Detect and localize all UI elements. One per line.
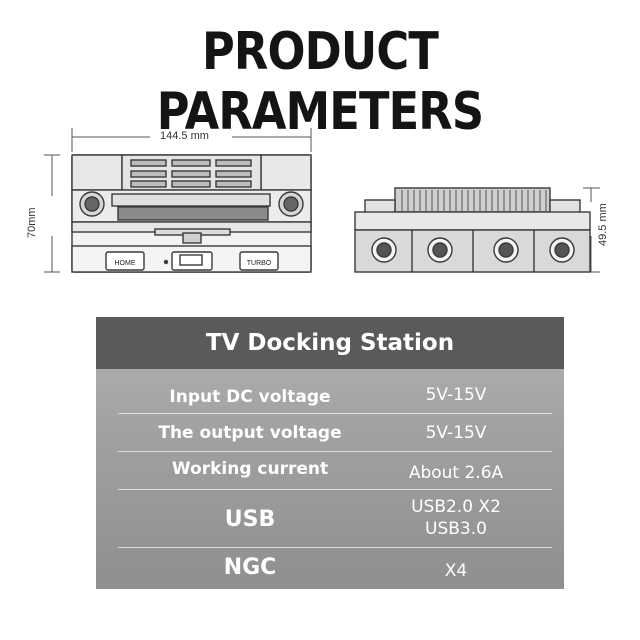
side-view — [354, 187, 591, 273]
row-value: 5V-15V — [425, 423, 487, 443]
table-row: USB USB2.0 X2 USB3.0 — [96, 495, 564, 543]
table-row: Working current About 2.6A — [96, 457, 564, 487]
turbo-button-drawing — [239, 251, 279, 271]
row-label: The output voltage — [158, 423, 342, 443]
table-row: The output voltage 5V-15V — [96, 421, 564, 451]
home-button-drawing — [105, 251, 145, 271]
page-title: PRODUCT PARAMETERS — [156, 22, 484, 142]
row-value: X4 — [444, 561, 468, 581]
parameters-table: TV Docking Station Input DC voltage 5V-1… — [96, 317, 564, 589]
table-row: Input DC voltage 5V-15V — [96, 383, 564, 413]
row-divider — [118, 547, 552, 548]
height-dimension: 70mm — [26, 207, 38, 238]
row-divider — [118, 489, 552, 490]
home-label: HOME — [115, 260, 136, 267]
row-value: About 2.6A — [408, 463, 504, 483]
front-view — [71, 154, 312, 273]
turbo-label: TURBO — [247, 260, 272, 267]
table-header: TV Docking Station — [96, 317, 564, 369]
row-label: Input DC voltage — [169, 387, 331, 407]
row-value-line2: USB3.0 — [425, 519, 487, 539]
row-value-line1: USB2.0 X2 — [411, 497, 501, 517]
row-divider — [118, 451, 552, 452]
row-divider — [118, 413, 552, 414]
row-label: Working current — [171, 459, 329, 479]
row-value: 5V-15V — [425, 385, 487, 405]
depth-dimension: 49.5 mm — [597, 203, 609, 246]
row-label: NGC — [223, 555, 277, 580]
width-dimension: 144.5 mm — [160, 130, 209, 142]
table-row: NGC X4 — [96, 553, 564, 585]
row-label: USB — [224, 507, 276, 532]
product-drawing: HOME TURBO — [44, 128, 600, 273]
